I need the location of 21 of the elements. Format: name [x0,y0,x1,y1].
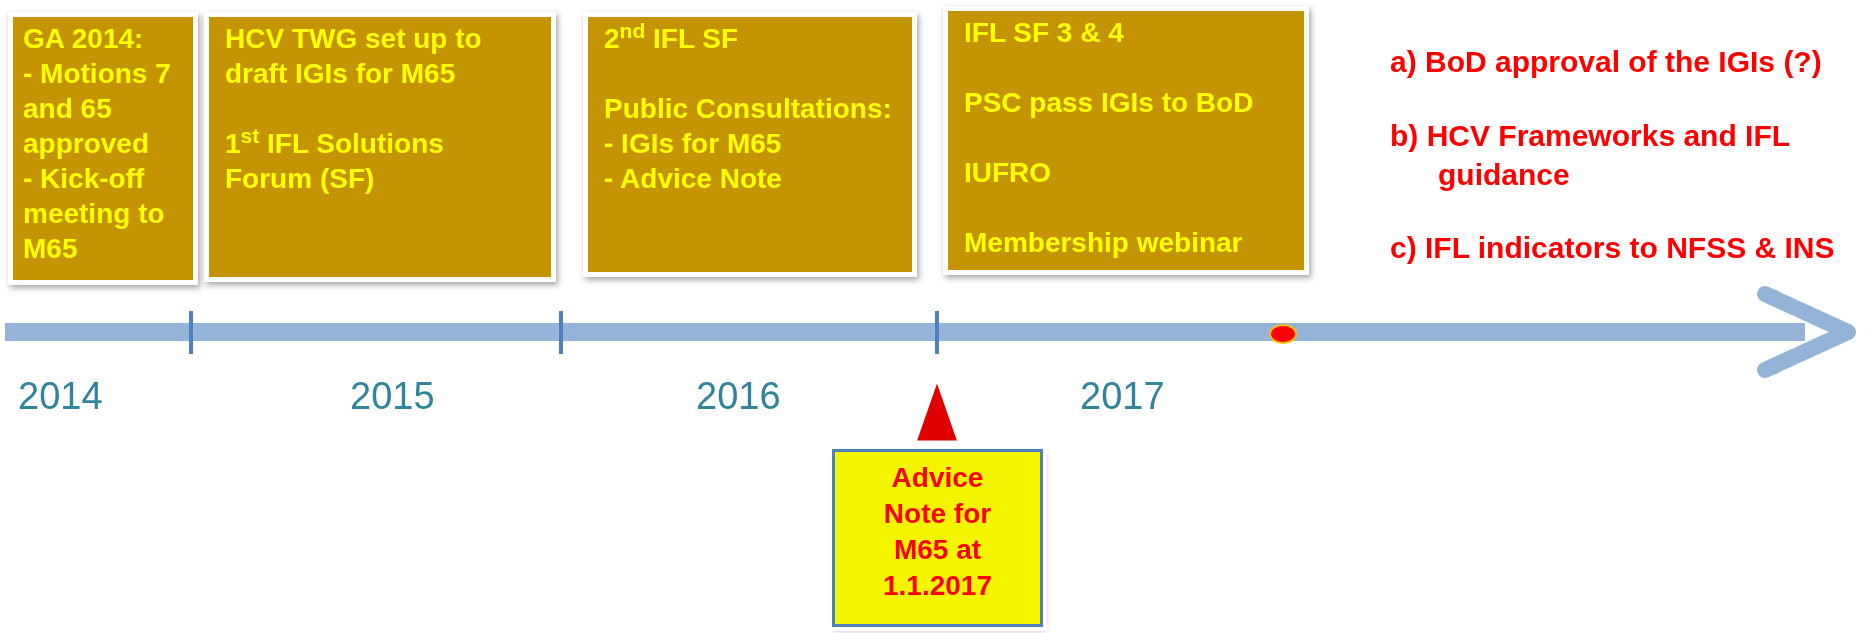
list-item: c) IFL indicators to NFSS & INS [1390,230,1836,266]
box-text: PSC pass IGIs to BoD [964,86,1255,120]
box-text: - Kick-off meeting to M65 [23,162,166,266]
box-text: 1$^{st}$ IFL Solutions Forum (SF) [225,126,445,196]
box-text: - IGIs for M65 [604,127,783,161]
list-item: a) BoD approval of the IGIs (?) [1390,44,1823,80]
box-text: - Motions 7 and 65 approved [23,57,172,161]
year-label: 2014 [18,374,103,418]
box-text: - Advice Note [604,162,783,196]
box-text: GA 2014: [23,22,145,56]
box-text: Advice Note for M65 at 1.1.2017 [882,461,993,603]
box-text: 2$^{nd}$ IFL SF [604,21,740,56]
year-label: 2016 [696,374,781,418]
box-text: IUFRO [964,156,1053,190]
box-text: Public Consultations: [604,92,893,126]
year-label: 2015 [350,374,435,418]
list-item: b) HCV Frameworks and IFL guidance [1390,118,1791,193]
year-label: 2017 [1080,374,1165,418]
box-text: Membership webinar [964,226,1244,260]
box-text: HCV TWG set up to draft IGIs for M65 [225,22,483,91]
box-text: IFL SF 3 & 4 [964,16,1125,50]
